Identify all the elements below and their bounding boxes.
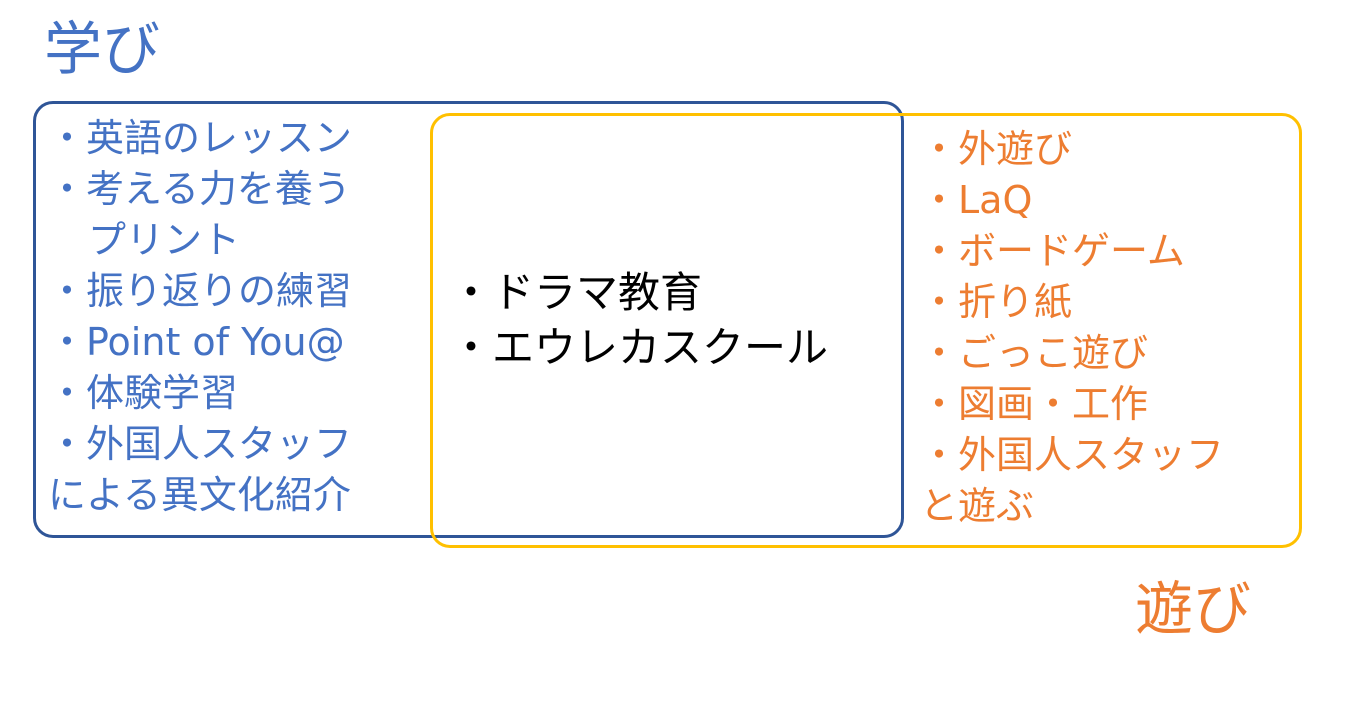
play-item-foreign-staff: ・外国人スタッフ: [920, 433, 1225, 477]
overlap-item-eureka: ・エウレカスクール: [450, 323, 829, 372]
learning-item-thinking-cont: プリント: [88, 218, 241, 262]
learning-item-point-of-you: ・Point of You@: [48, 320, 345, 364]
learning-title: 学び: [44, 15, 161, 83]
learning-item-experience: ・体験学習: [48, 371, 239, 415]
overlap-item-drama: ・ドラマ教育: [450, 268, 703, 317]
play-item-foreign-staff-cont: と遊ぶ: [920, 484, 1035, 528]
play-item-board-game: ・ボードゲーム: [920, 229, 1185, 273]
learning-item-foreign-staff: ・外国人スタッフ: [48, 422, 353, 466]
play-item-laq: ・LaQ: [920, 178, 1033, 222]
overlap-list: ・ドラマ教育 ・エウレカスクール: [450, 265, 828, 375]
learning-box: [33, 101, 904, 538]
play-box: [430, 113, 1302, 548]
play-item-origami: ・折り紙: [920, 280, 1073, 324]
learning-item-english: ・英語のレッスン: [48, 116, 353, 160]
play-title: 遊び: [1135, 575, 1252, 643]
learning-item-foreign-staff-cont: による異文化紹介: [48, 473, 351, 517]
learning-item-reflection: ・振り返りの練習: [48, 269, 353, 313]
learning-item-thinking: ・考える力を養う: [48, 167, 351, 211]
play-list: ・外遊び ・LaQ ・ボードゲーム ・折り紙 ・ごっこ遊び ・図画・工作 ・外国…: [920, 124, 1224, 532]
play-item-art: ・図画・工作: [920, 382, 1149, 426]
play-item-pretend: ・ごっこ遊び: [920, 331, 1149, 375]
learning-list: ・英語のレッスン ・考える力を養う プリント ・振り返りの練習 ・Point o…: [48, 113, 352, 521]
play-item-outdoor: ・外遊び: [920, 127, 1073, 171]
